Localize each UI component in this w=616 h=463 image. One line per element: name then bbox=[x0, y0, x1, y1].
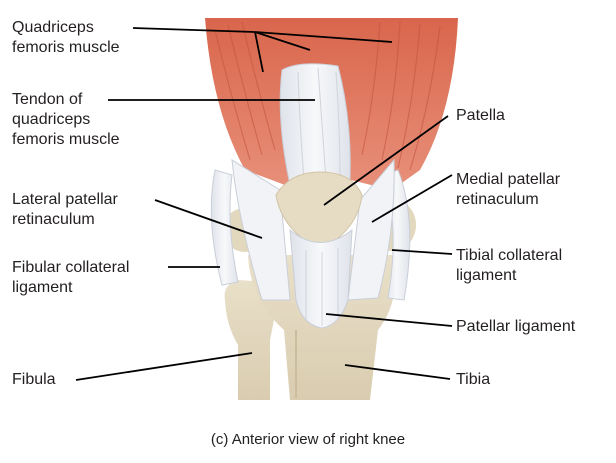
label-fibula: Fibula bbox=[12, 370, 56, 390]
quadriceps-tendon bbox=[280, 64, 350, 185]
label-lateral-patellar-retinaculum: Lateral patellar retinaculum bbox=[12, 190, 118, 230]
figure-caption: (c) Anterior view of right knee bbox=[0, 431, 616, 449]
label-tibia: Tibia bbox=[456, 370, 490, 390]
label-patella: Patella bbox=[456, 106, 505, 126]
label-patellar-ligament: Patellar ligament bbox=[456, 317, 575, 337]
label-tibial-collateral-ligament: Tibial collateral ligament bbox=[456, 246, 562, 286]
label-medial-patellar-retinaculum: Medial patellar retinaculum bbox=[456, 170, 560, 210]
label-quadriceps: Quadriceps femoris muscle bbox=[12, 18, 120, 58]
leader-fibula bbox=[76, 353, 252, 380]
label-fibular-collateral-ligament: Fibular collateral ligament bbox=[12, 258, 129, 298]
label-tendon-of-quadriceps: Tendon of quadriceps femoris muscle bbox=[12, 90, 120, 150]
